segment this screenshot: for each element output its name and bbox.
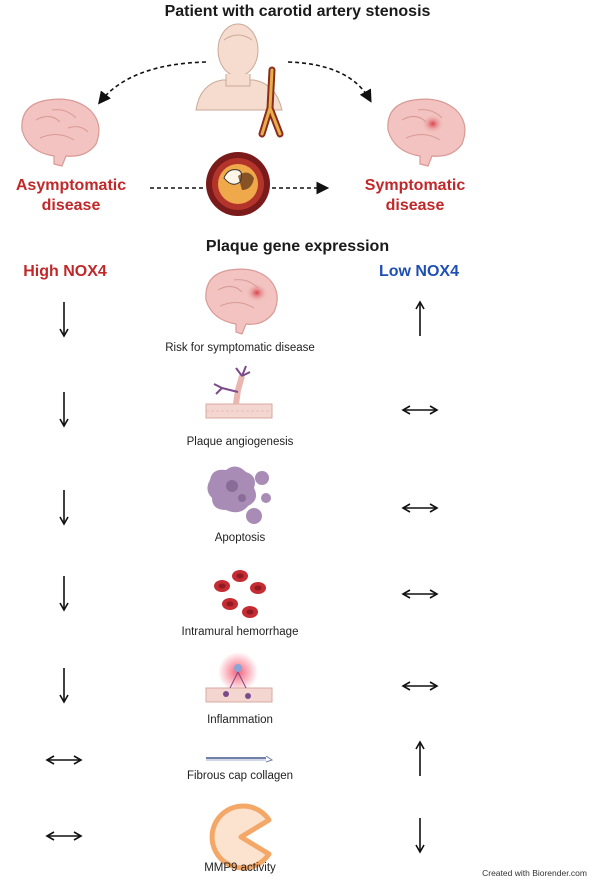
- high-nox4-down-arrow-icon: [59, 392, 69, 428]
- high-nox4-down-arrow-icon: [59, 668, 69, 704]
- asymptomatic-label-line1: Asymptomatic: [15, 177, 127, 194]
- symptomatic-label-line1: Symptomatic: [364, 177, 466, 194]
- mmp9-pacman-icon: [209, 803, 272, 871]
- symptomatic-label: Symptomatic disease: [350, 176, 480, 216]
- asymptomatic-label: Asymptomatic disease: [0, 176, 142, 216]
- low-nox4-up-arrow-icon: [415, 300, 425, 336]
- low-nox4-no-change-arrow-icon: [401, 405, 439, 415]
- row-label-apoptosis: Apoptosis: [214, 532, 266, 544]
- row-label-mmp9: MMP9 activity: [204, 862, 276, 874]
- high-nox4-down-arrow-icon: [59, 490, 69, 526]
- asymptomatic-label-line2: disease: [41, 197, 101, 214]
- vessel-sprout-icon: [205, 365, 273, 419]
- high-nox4-no-change-arrow-icon: [45, 755, 83, 765]
- low-nox4-no-change-arrow-icon: [401, 503, 439, 513]
- column-low-label: Low NOX4: [378, 263, 459, 280]
- row-label-inflammation: Inflammation: [207, 714, 273, 726]
- page-title: Patient with carotid artery stenosis: [164, 3, 431, 20]
- low-nox4-up-arrow-icon: [415, 740, 425, 776]
- high-nox4-down-arrow-icon: [59, 576, 69, 612]
- collagen-fiber-icon: [206, 755, 274, 763]
- high-nox4-down-arrow-icon: [59, 302, 69, 338]
- row-label-angiogenesis: Plaque angiogenesis: [186, 436, 294, 448]
- plaque-cross-section-icon: [206, 152, 270, 216]
- symptomatic-brain-icon: [387, 98, 466, 167]
- credit-text: Created with Biorender.com: [482, 868, 587, 878]
- asymptomatic-brain-icon: [21, 98, 100, 167]
- row-label-risk: Risk for symptomatic disease: [165, 342, 315, 354]
- low-nox4-down-arrow-icon: [415, 818, 425, 854]
- patient-figure-icon: [195, 23, 284, 138]
- row-label-hemorrhage: Intramural hemorrhage: [181, 626, 299, 638]
- low-nox4-no-change-arrow-icon: [401, 589, 439, 599]
- high-nox4-no-change-arrow-icon: [45, 831, 83, 841]
- column-high-label: High NOX4: [23, 263, 107, 280]
- apoptotic-cell-icon: [207, 466, 271, 524]
- row-label-collagen: Fibrous cap collagen: [186, 770, 294, 782]
- section-title: Plaque gene expression: [205, 238, 390, 255]
- red-blood-cells-icon: [214, 570, 266, 618]
- inflamed-vessel-icon: [205, 652, 273, 703]
- symptomatic-label-line2: disease: [385, 197, 445, 214]
- low-nox4-no-change-arrow-icon: [401, 681, 439, 691]
- brain-icon: [205, 268, 278, 335]
